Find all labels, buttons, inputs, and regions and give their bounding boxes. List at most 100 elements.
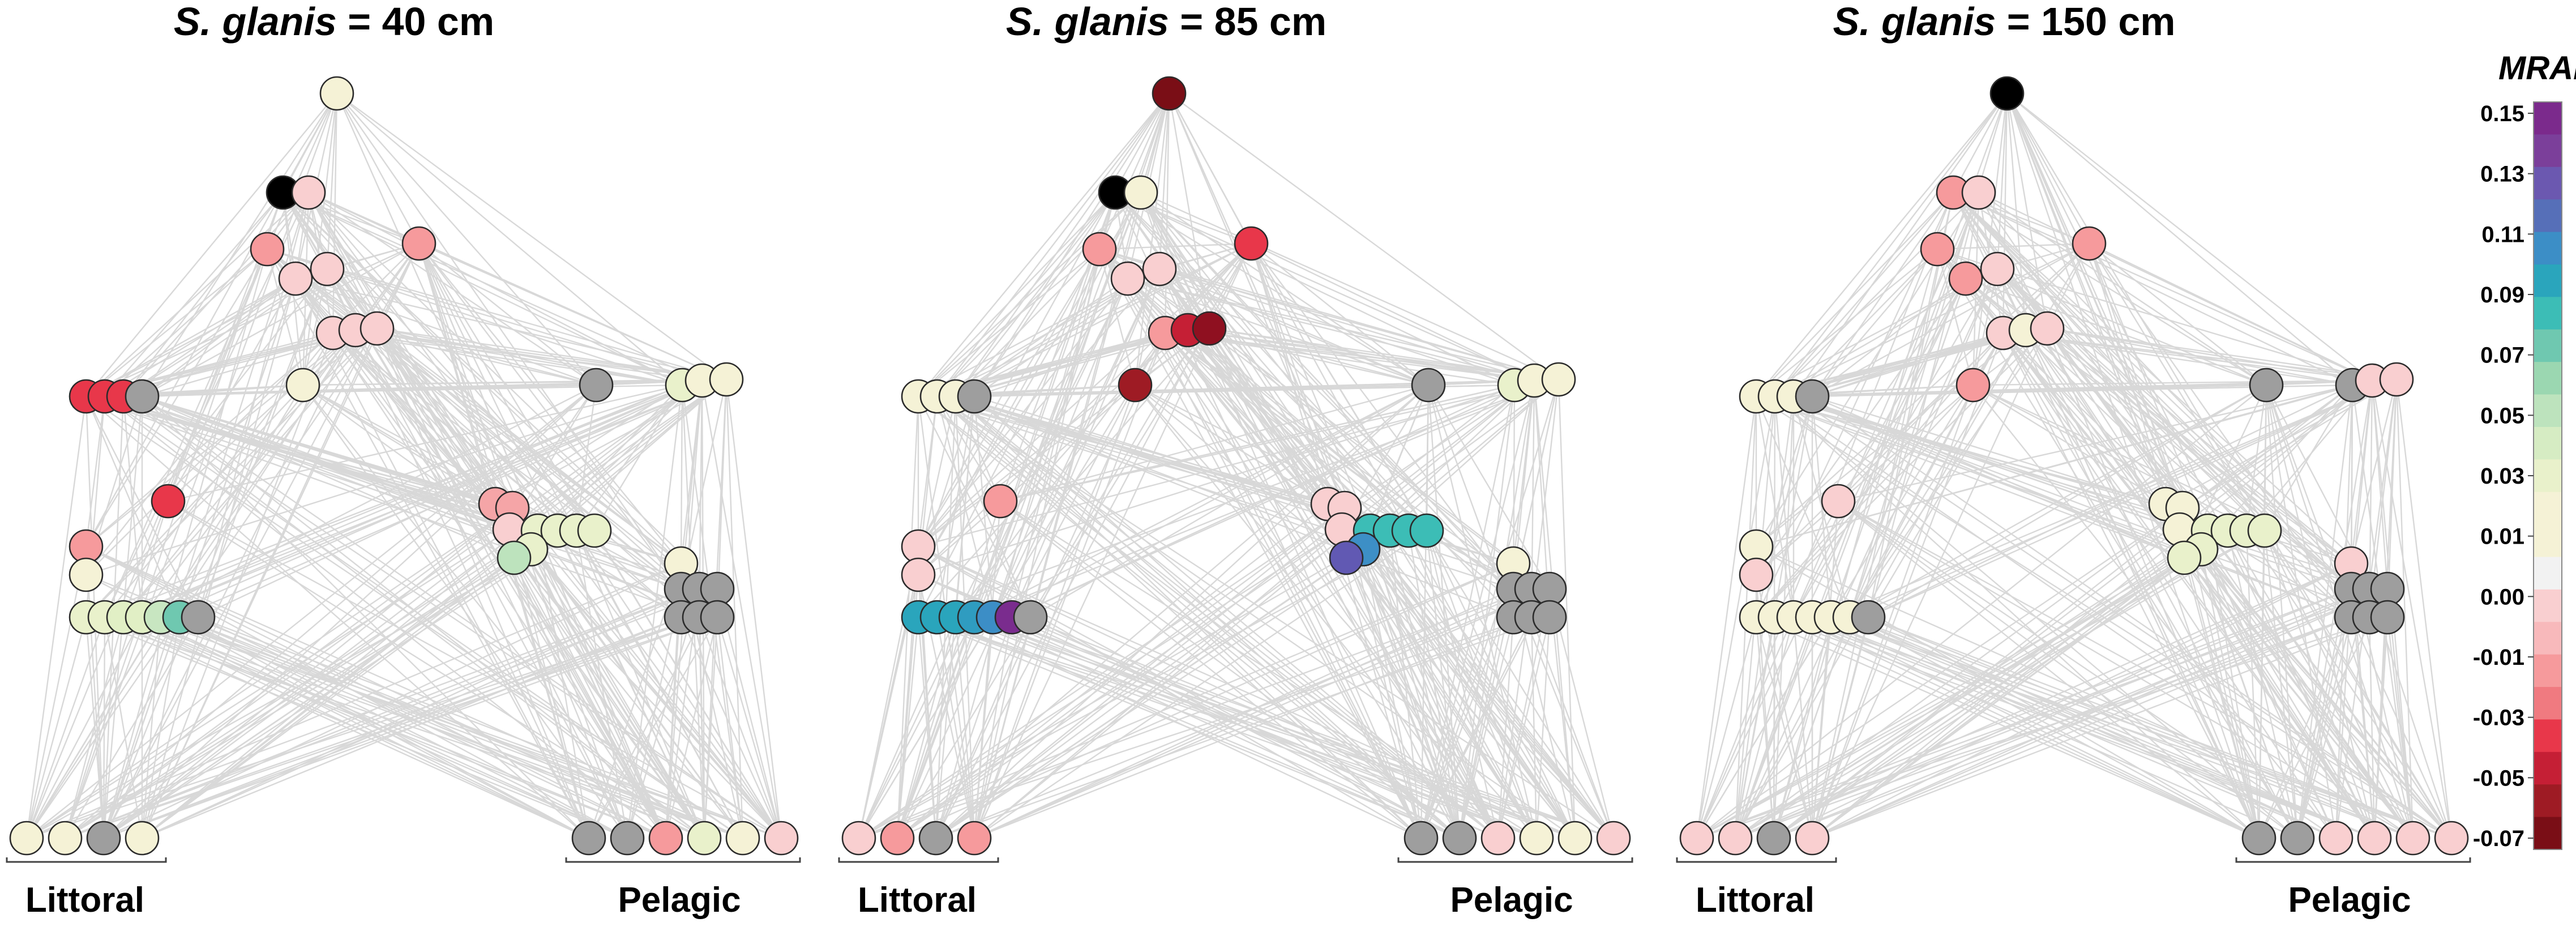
node-pg1: [1411, 368, 1446, 403]
edge: [1169, 93, 1559, 380]
edge: [1774, 395, 2352, 618]
legend-swatch: [2534, 232, 2562, 265]
edge: [1135, 385, 1537, 839]
node-lit1: [125, 379, 160, 414]
edge: [1793, 93, 2008, 397]
edge: [1868, 616, 2414, 839]
edge: [918, 93, 1170, 397]
edge: [2265, 385, 2299, 839]
node-pg4: [2370, 600, 2405, 635]
edge: [103, 385, 597, 839]
edge: [1953, 191, 2353, 386]
edge: [25, 396, 87, 839]
legend-swatch: [2534, 199, 2562, 233]
edge: [198, 616, 666, 839]
edge: [1458, 380, 1535, 839]
edge: [1734, 330, 2027, 839]
edge: [1734, 93, 2008, 839]
nodes: [9, 76, 799, 856]
edge: [102, 268, 328, 839]
edge: [1168, 93, 1346, 509]
legend-swatch: [2534, 459, 2562, 493]
edge: [1953, 192, 2370, 590]
edge: [2025, 330, 2375, 839]
panel-title-species: S. glanis: [174, 0, 337, 44]
edge: [1209, 327, 1429, 386]
littoral-bracket: [1676, 857, 1837, 863]
edge: [935, 332, 1166, 839]
legend-tick-label: -0.01: [2473, 645, 2524, 670]
edge: [992, 616, 1576, 839]
edge: [142, 378, 727, 618]
edge: [955, 396, 1422, 839]
edge: [1696, 588, 2352, 839]
node-bottom_pel: [2241, 821, 2277, 856]
node-n7: [2072, 226, 2107, 261]
legend-swatch: [2534, 654, 2562, 688]
node-bottom_lit: [125, 821, 160, 856]
edge: [418, 242, 727, 381]
legend-tick-label: 0.15: [2480, 101, 2524, 126]
edge: [141, 278, 297, 839]
edge: [65, 380, 703, 839]
legend-tick-label: 0.07: [2480, 343, 2524, 368]
node-mid: [2247, 513, 2282, 548]
node-n5: [1980, 251, 2015, 287]
edge: [936, 192, 1116, 397]
edge: [974, 192, 1116, 397]
node-bottom_lit: [9, 821, 44, 856]
edge: [102, 249, 268, 839]
edge: [302, 378, 727, 386]
edge: [935, 192, 1116, 839]
edge: [1997, 268, 2373, 382]
edge: [1812, 557, 2185, 839]
edge: [103, 616, 718, 839]
edge: [142, 378, 727, 398]
edge: [858, 278, 1129, 839]
node-pg1: [579, 368, 614, 403]
node-bottom_pel: [2395, 821, 2430, 856]
edge: [1099, 249, 1514, 564]
legend-tick-label: -0.03: [2473, 706, 2524, 731]
edge: [955, 328, 1210, 618]
node-n13: [151, 484, 186, 519]
edges: [1696, 93, 2453, 839]
edge: [918, 243, 1252, 547]
edge: [26, 528, 510, 839]
panel-title-size: = 150 cm: [1996, 0, 2175, 44]
legend-tick-label: 0.09: [2480, 283, 2524, 308]
edge: [1458, 385, 1516, 839]
edge: [25, 617, 106, 839]
edge: [2006, 93, 2373, 381]
edge: [955, 396, 1460, 839]
node-top: [1152, 76, 1187, 111]
pelagic-bracket: [565, 857, 801, 863]
edge: [1696, 396, 1757, 839]
edge: [336, 93, 727, 380]
edge: [1849, 616, 2260, 839]
edge: [103, 379, 727, 839]
edge: [1756, 249, 1938, 397]
edge: [85, 332, 333, 547]
legend-swatch: [2534, 134, 2562, 168]
edge: [918, 385, 1136, 575]
edge: [1251, 242, 1535, 382]
node-lit2: [1851, 600, 1886, 635]
edge: [936, 396, 1002, 502]
edge: [332, 93, 338, 334]
panel-title: S. glanis = 85 cm: [1006, 0, 1326, 44]
edge: [917, 93, 1170, 547]
edge: [332, 332, 718, 618]
edge: [65, 588, 718, 839]
edge: [936, 93, 1170, 397]
edge: [698, 617, 782, 839]
nodes: [841, 76, 1631, 856]
edge: [104, 277, 296, 398]
edge: [2265, 385, 2337, 839]
edge: [896, 93, 1170, 839]
edge: [2047, 327, 2353, 386]
edge: [2395, 379, 2453, 839]
edge: [2088, 243, 2209, 531]
edge: [102, 192, 310, 839]
